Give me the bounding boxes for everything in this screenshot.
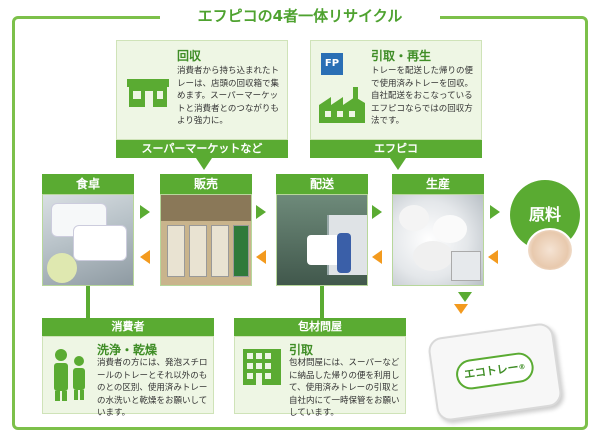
wholesaler-box: 引取 包材問屋には、スーパーなどに納品した帰りの便を利用して、使用済みトレーの引…	[234, 336, 406, 418]
collection-pointer	[196, 158, 212, 170]
arrow-right-icon	[256, 205, 266, 219]
registered-mark: ®	[518, 362, 527, 372]
pickup-title: 引取・再生	[371, 49, 432, 63]
stage-delivery-label: 配送	[276, 174, 368, 194]
consumer-box: 洗浄・乾燥 消費者の方には、発泡スチロールのトレーとそれ以外のものとの区別、使用…	[42, 336, 214, 418]
raw-material-pellets-photo	[526, 228, 574, 272]
delivery-connector	[320, 286, 324, 318]
recycled-trays-factory-photo	[392, 194, 484, 286]
consumer-title: 洗浄・乾燥	[97, 343, 158, 357]
warehouse-icon	[241, 347, 283, 387]
pickup-pointer	[390, 158, 406, 170]
factory-icon	[317, 85, 367, 125]
stage-production-label: 生産	[392, 174, 484, 194]
efpco-bar: エフピコ	[310, 140, 482, 158]
arrow-right-icon	[140, 205, 150, 219]
eco-tray-product: エコトレー®	[426, 321, 564, 423]
arrow-right-icon	[372, 205, 382, 219]
efpco-logo-icon: FP	[321, 53, 343, 75]
dining-table-photo	[42, 194, 134, 286]
consumer-text: 消費者の方には、発泡スチロールのトレーとそれ以外のものとの区別、使用済みトレーの…	[97, 358, 208, 418]
collection-text: 消費者から持ち込まれたトレーは、店頭の回収箱で集めます。スーパーマーケットと消費…	[177, 66, 280, 126]
supermarket-bar: スーパーマーケットなど	[116, 140, 288, 158]
arrow-down-icon	[458, 292, 472, 302]
pickup-text: トレーを配送した帰りの便で使用済みトレーを回収。自社配送をおこなっているエフピコ…	[371, 66, 474, 126]
collection-title: 回収	[177, 49, 202, 63]
arrow-right-icon	[490, 205, 500, 219]
family-icon	[49, 347, 91, 403]
collection-box: 回収 消費者から持ち込まれたトレーは、店頭の回収箱で集めます。スーパーマーケット…	[116, 40, 288, 140]
stage-dining-label: 食卓	[42, 174, 134, 194]
arrow-left-icon	[372, 250, 382, 264]
consumer-bar: 消費者	[42, 318, 214, 336]
stage-sales-label: 販売	[160, 174, 252, 194]
wholesaler-bar: 包材問屋	[234, 318, 406, 336]
arrow-left-icon	[256, 250, 266, 264]
delivery-truck-photo	[276, 194, 368, 286]
dining-connector	[86, 286, 90, 318]
arrow-left-icon	[140, 250, 150, 264]
wholesaler-title: 引取	[289, 343, 314, 357]
diagram-title: エフピコの4者一体リサイクル	[160, 2, 440, 30]
store-shelves-photo	[160, 194, 252, 286]
arrow-down-icon	[454, 304, 468, 314]
eco-tray-label: エコトレー	[463, 360, 520, 382]
wholesaler-text: 包材問屋には、スーパーなどに納品した帰りの便を利用して、使用済みトレーの引取と自…	[289, 358, 400, 418]
supermarket-icon	[125, 73, 171, 109]
arrow-left-icon	[488, 250, 498, 264]
eco-tray-label-badge: エコトレー®	[454, 350, 536, 392]
pickup-box: FP 引取・再生 トレーを配送した帰りの便で使用済みトレーを回収。自社配送をおこ…	[310, 40, 482, 140]
